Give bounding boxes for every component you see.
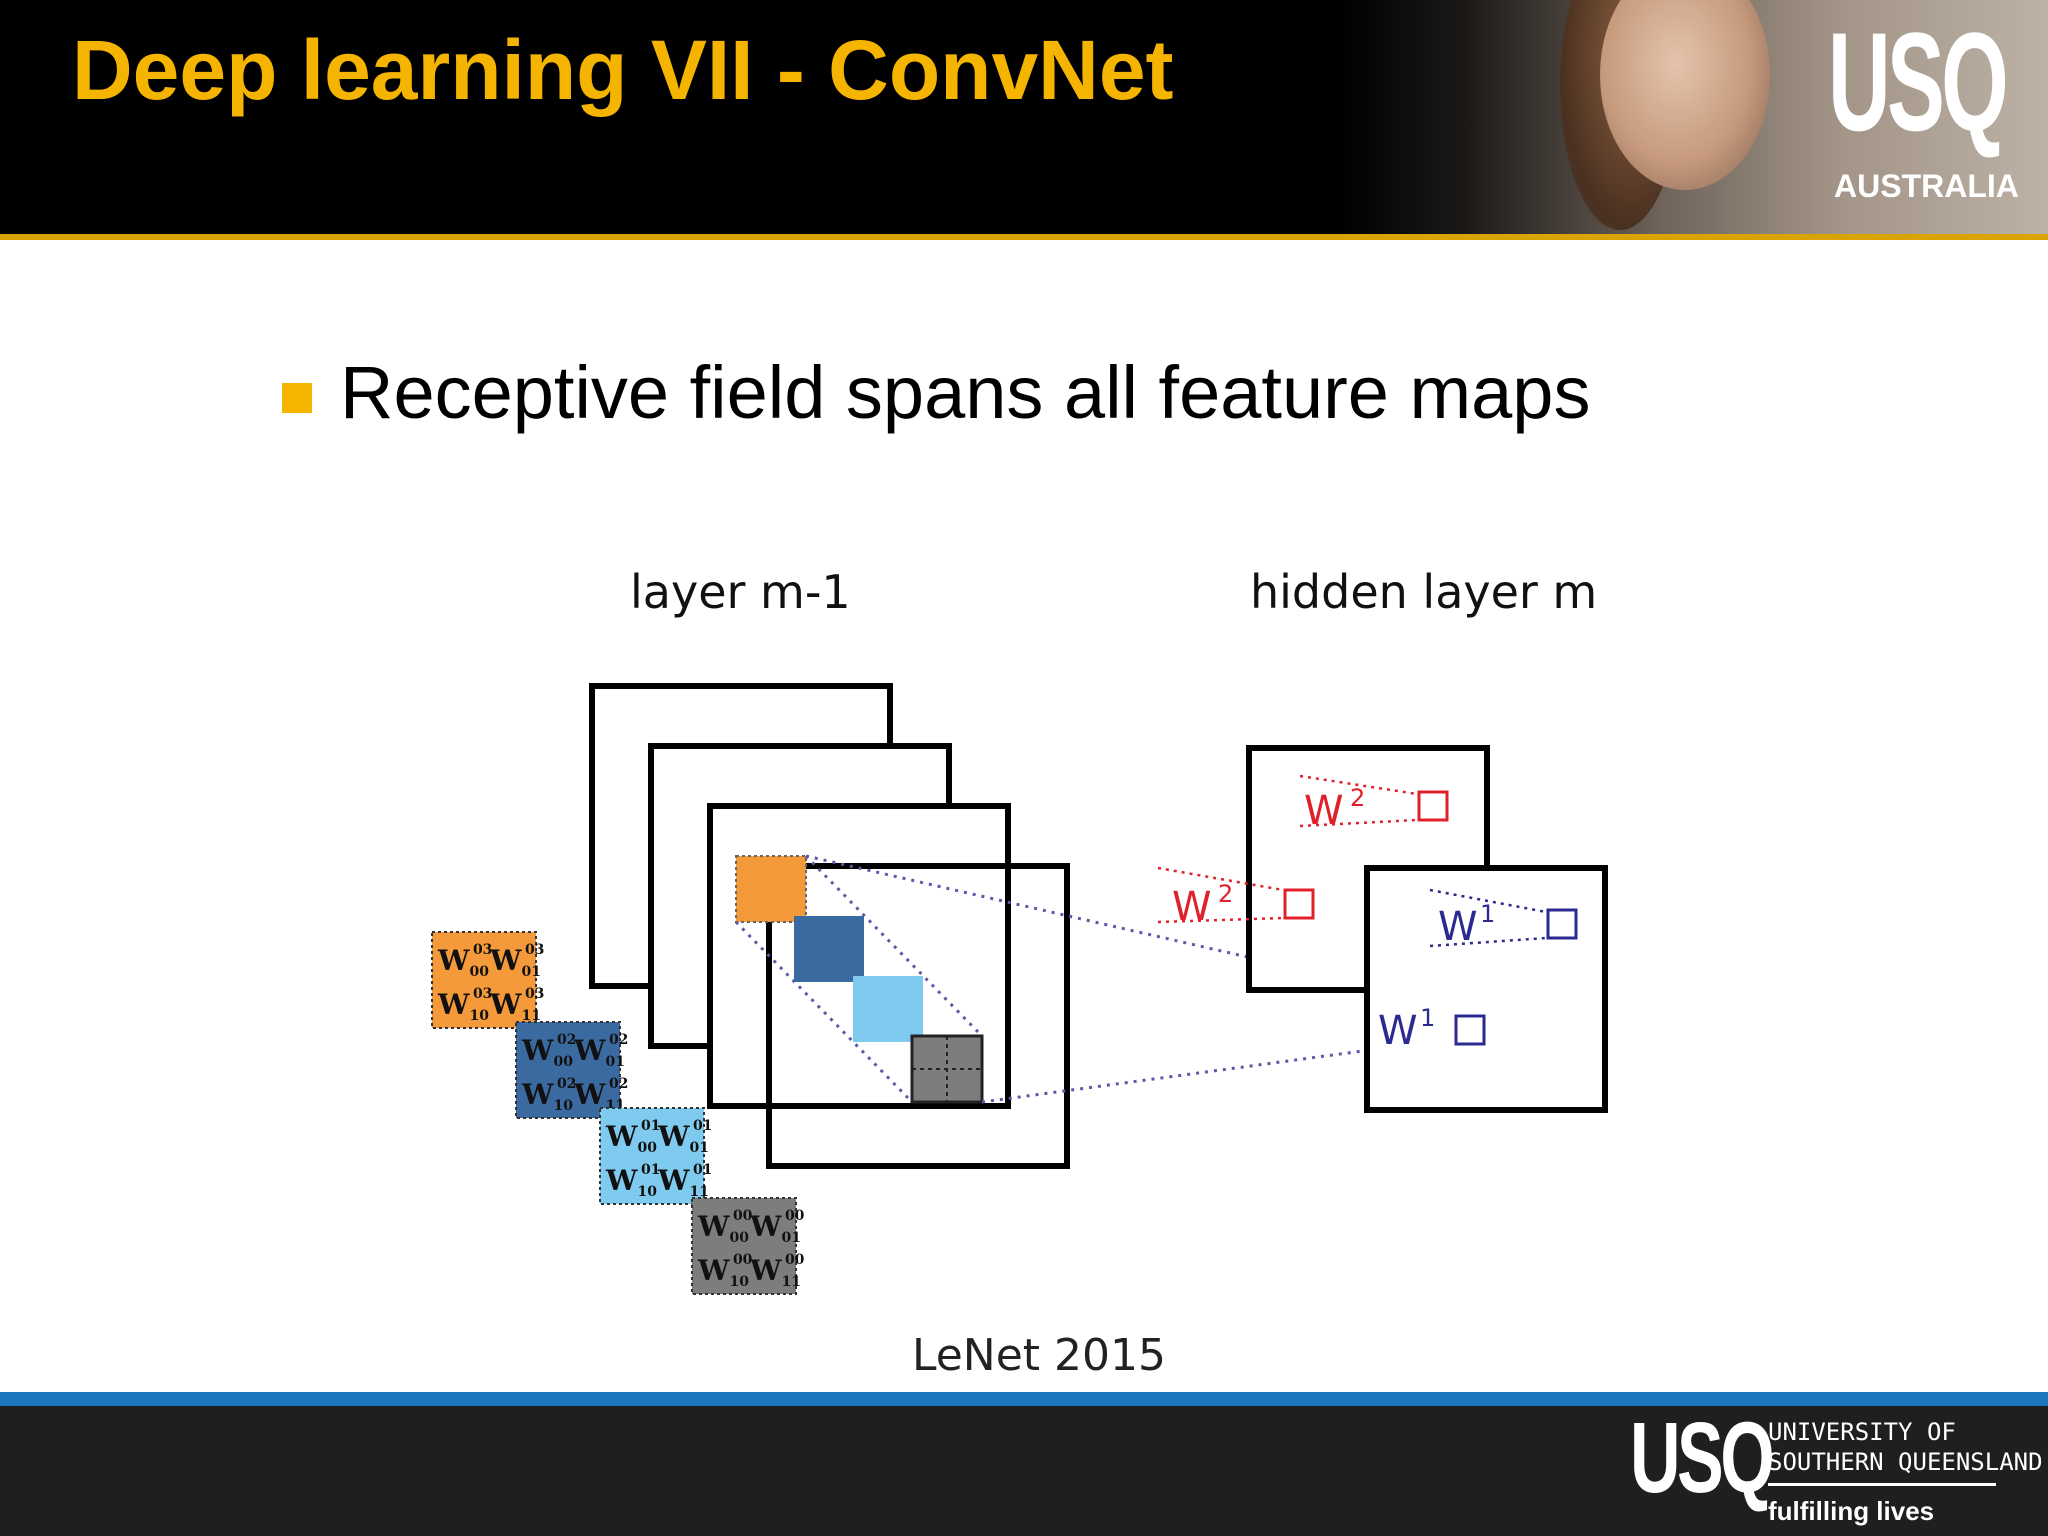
header-photo-face [1600,0,1770,190]
connection-lines [734,854,1371,1104]
slide-title: Deep learning VII - ConvNet [72,23,1174,117]
patch-map-2 [794,916,864,982]
kernel-weight-2-2: W1001 [605,1162,660,1200]
kernel-weight-0-1: W0103 [489,942,544,980]
university-name-line2: SOUTHERN QUEENSLAND [1768,1448,2043,1476]
footer-logo-rule [1768,1483,1996,1486]
w2-annotations: W 2 W 2 [1157,774,1449,930]
header-divider [0,234,2048,240]
usq-logo-bottom: USQ [1630,1402,1775,1514]
w1-sup-mid: 1 [1420,1004,1435,1032]
usq-logo-top: USQ [1828,3,2009,160]
w2-label-top: W [1304,788,1344,834]
kernel-weight-2-1: W0101 [657,1118,712,1156]
bullet-text: Receptive field spans all feature maps [340,351,1591,434]
kernel-weight-3-2: W1000 [697,1252,753,1290]
bullet-square-icon [282,383,312,413]
patch-map-1 [853,976,923,1042]
hidden-map-w1 [1364,865,1608,1113]
university-name-line1: UNIVERSITY OF [1768,1418,1956,1446]
slide-header [0,0,2048,234]
w2-sup-top: 2 [1350,784,1365,812]
university-tagline: fulfilling lives [1768,1496,1935,1526]
w1-unit-top [1546,908,1578,940]
w2-unit-top [1417,790,1449,822]
slide-footer [0,1406,2048,1536]
hidden-feature-maps [1246,745,1608,1113]
figure-caption: LeNet 2015 [912,1330,1167,1381]
w1-sup-top: 1 [1480,900,1495,928]
w2-label-mid: W [1172,884,1212,930]
kernel-weight-1-1: W0102 [573,1032,628,1070]
kernel-weight-3-1: W0100 [749,1208,805,1246]
w2-sup-mid: 2 [1218,880,1233,908]
patch-map-3 [735,855,807,923]
w1-unit-mid [1454,1014,1486,1046]
w2-unit-mid [1283,888,1315,920]
left-column-label: layer m-1 [630,565,851,619]
receptive-patches [735,855,984,1104]
feature-map-0 [766,863,1070,1169]
w1-annotations: W 1 W 1 [1378,888,1578,1054]
usq-logo-australia: AUSTRALIA [1834,168,2019,204]
right-column-label: hidden layer m [1250,565,1597,619]
w1-label-mid: W [1378,1008,1418,1054]
kernel-weights: W0003W0103W1003W1103W0002W0102W1002W1102… [431,931,805,1295]
footer-blue-band [0,1392,2048,1406]
